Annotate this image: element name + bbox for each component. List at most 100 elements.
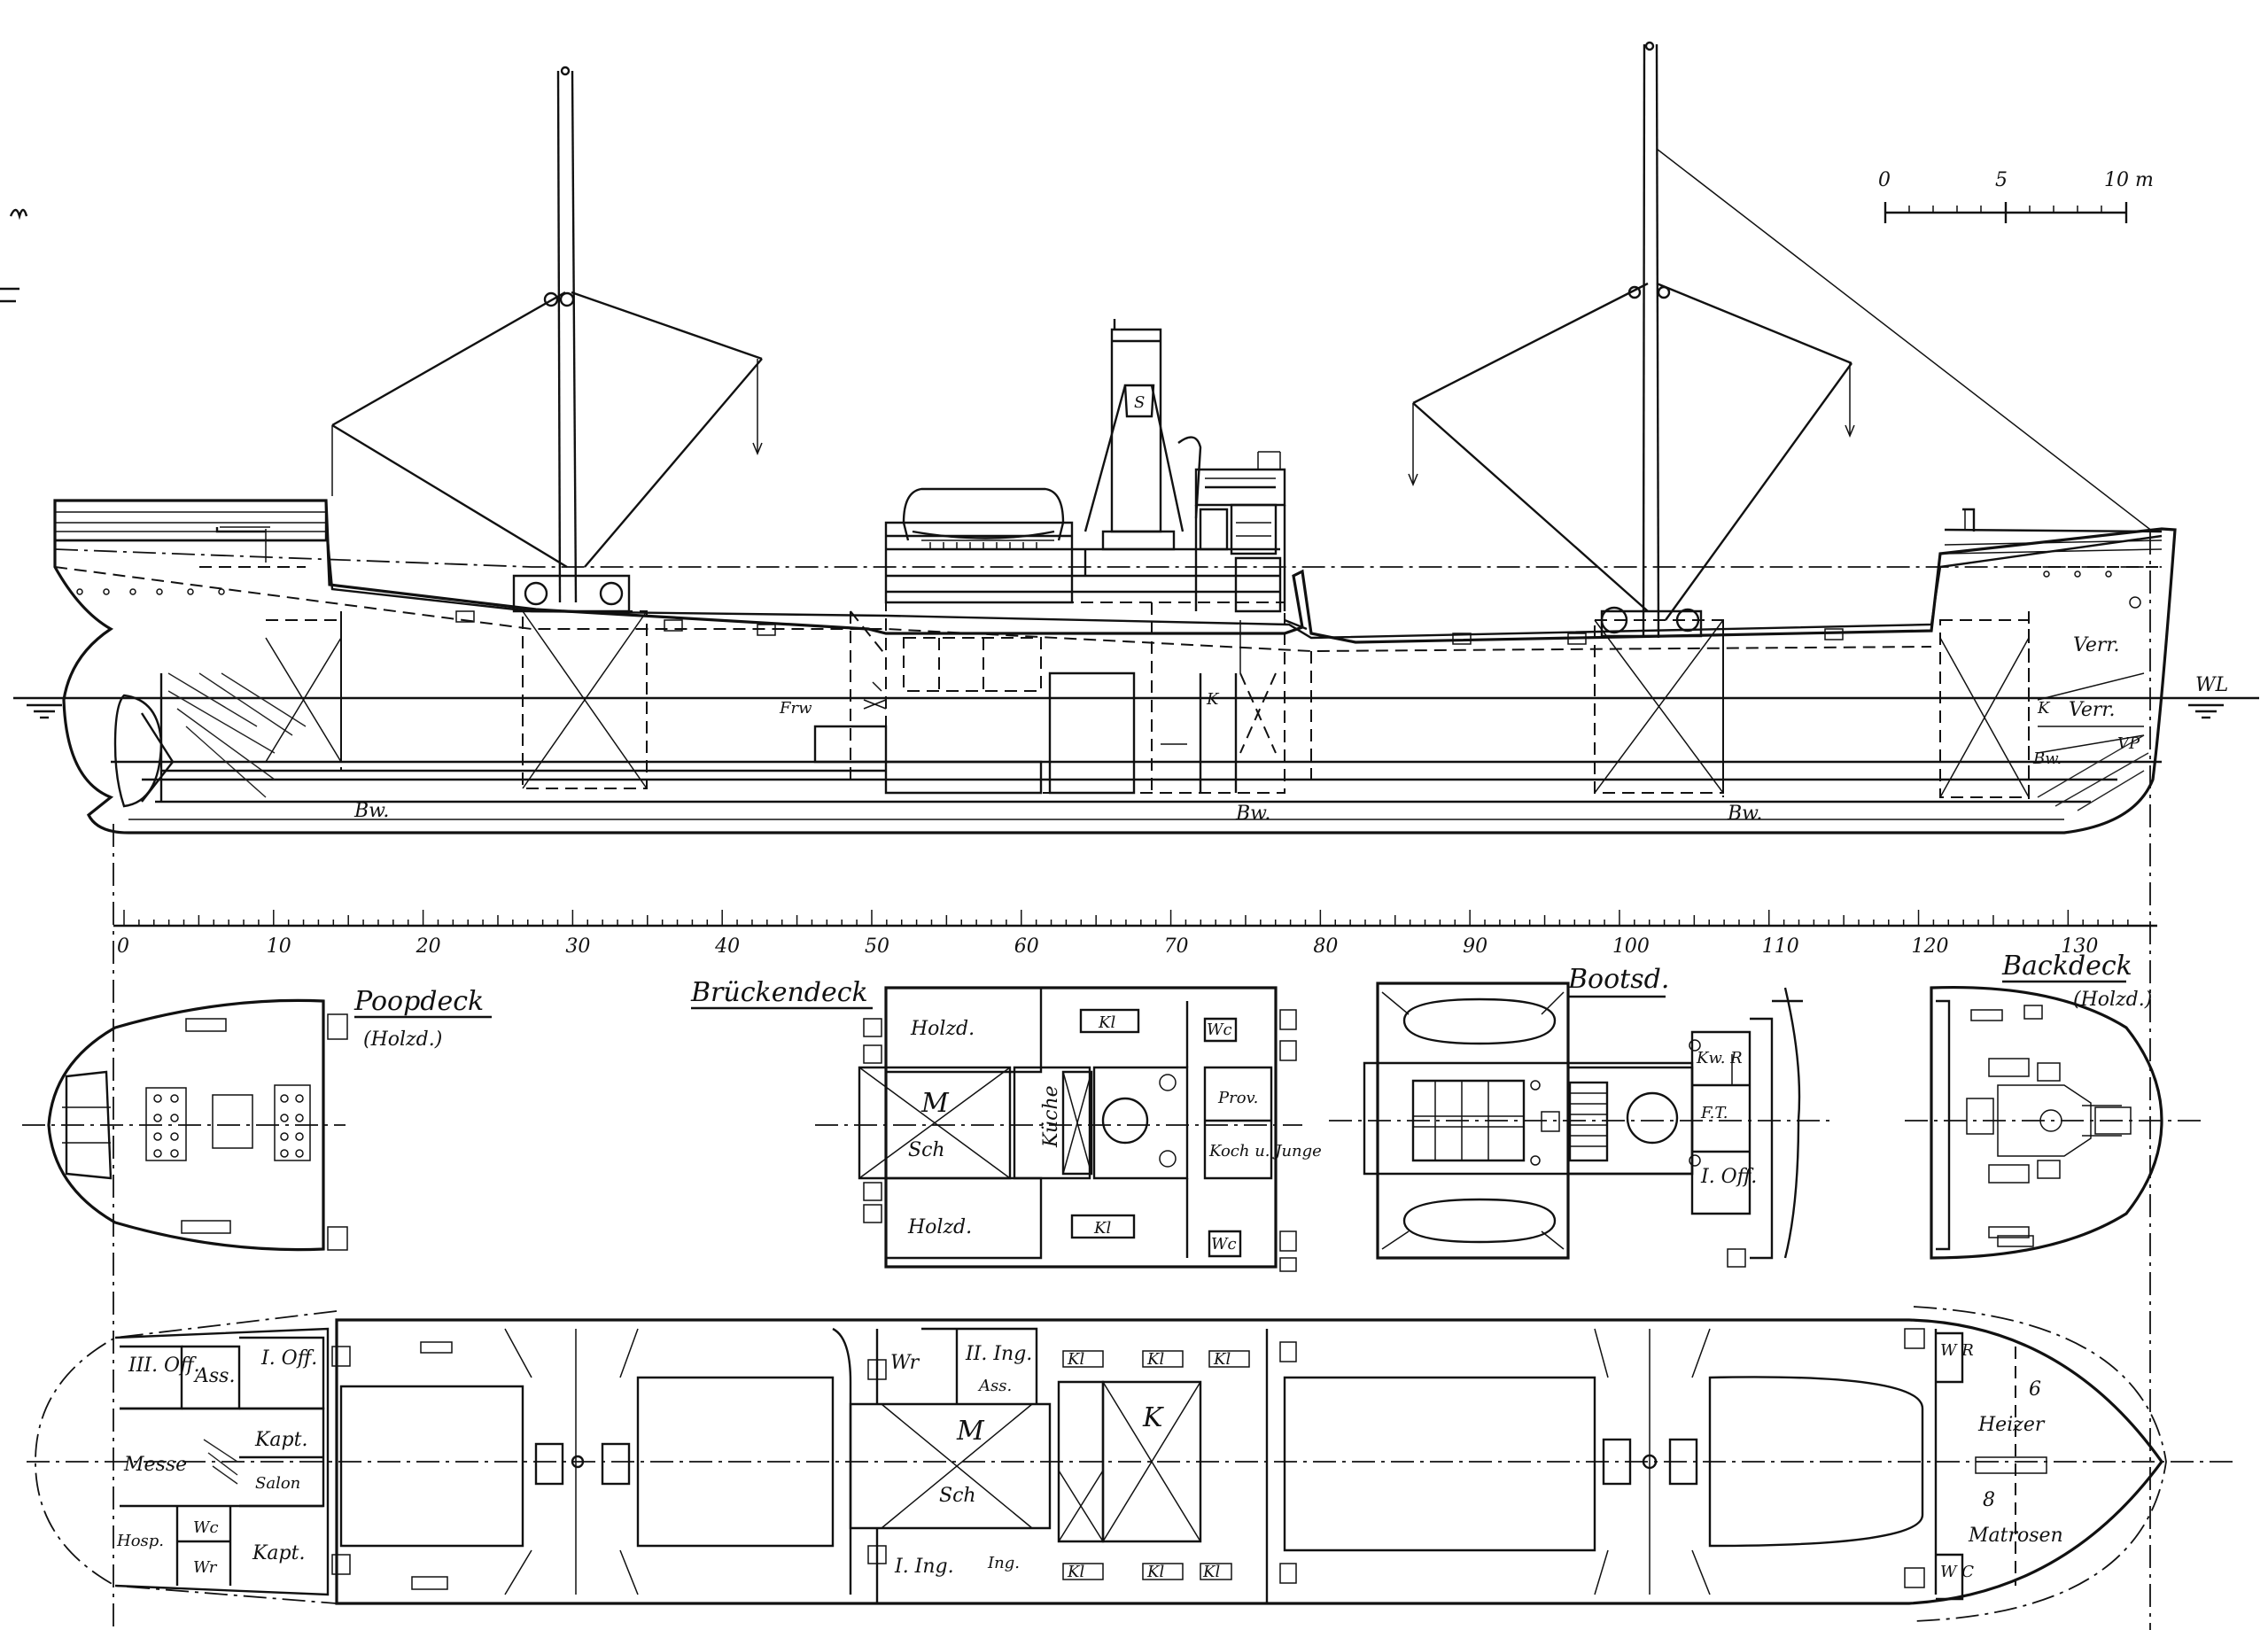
room-kl-2: Kl <box>1146 1350 1164 1369</box>
room-ing: Ing. <box>987 1554 1020 1572</box>
aft-hatch-2 <box>636 1376 835 1548</box>
bridge-wc-1: Wc <box>1207 1021 1232 1039</box>
label-k: K <box>1206 690 1220 709</box>
bridge-kl-2: Kl <box>1093 1219 1111 1238</box>
poop-deck-title: Poopdeck <box>353 986 484 1017</box>
profile-view: WL <box>13 41 2259 834</box>
label-frw: Frw <box>779 699 812 718</box>
room-matrosen: Matrosen <box>1968 1525 2063 1547</box>
hold-fore <box>1310 611 2030 802</box>
hold-aft <box>265 610 851 789</box>
label-bw-4: Bw. <box>2032 749 2062 768</box>
frame-label: 120 <box>1912 935 1949 958</box>
forecastle-deck-plan: Backdeck (Holzd.) <box>1905 951 2206 1260</box>
room-kl-1: Kl <box>1067 1350 1084 1369</box>
frame-label: 40 <box>714 935 740 958</box>
label-vp: VP <box>2117 734 2140 753</box>
room-kapt: Kapt. <box>254 1429 307 1451</box>
label-bw-1: Bw. <box>353 800 389 822</box>
bridge-sch: Sch <box>908 1139 945 1161</box>
funnel-mark: S <box>1134 393 1145 412</box>
boat-ft: F.T. <box>1700 1104 1728 1122</box>
bridge-deck-title: Brückendeck <box>690 977 868 1008</box>
frame-label: 70 <box>1164 935 1189 958</box>
forecastle-title: Backdeck <box>2001 951 2132 982</box>
room-heizer: Heizer <box>1977 1414 2046 1436</box>
frame-label: 20 <box>416 935 441 958</box>
scale-bar: 0 5 10 m <box>1878 169 2154 223</box>
waterline-label: WL <box>2195 674 2228 696</box>
room-wr-2: Wr <box>890 1352 920 1374</box>
room-kapt-2: Kapt. <box>252 1542 305 1564</box>
fore-hatch-2 <box>1708 1376 1924 1548</box>
fore-mast <box>1408 41 2154 639</box>
room-i-ing: I. Ing. <box>894 1556 954 1578</box>
frame-label: 0 <box>117 935 129 958</box>
aft-hatch-1 <box>339 1385 524 1548</box>
scale-tick-10m: 10 m <box>2104 169 2154 191</box>
room-hosp: Hosp. <box>116 1532 164 1550</box>
room-wc: Wc <box>193 1518 219 1537</box>
room-kl-4: Kl <box>1067 1563 1084 1581</box>
room-wr-3: W R <box>1940 1341 1974 1360</box>
room-salon: Salon <box>255 1474 300 1493</box>
room-ii-ing: II. Ing. <box>965 1343 1032 1365</box>
forecastle: Verr. Verr. VP K <box>1944 508 2163 811</box>
bridge-deck-plan: Brückendeck Holzd. Holzd. M Sch <box>690 977 1322 1272</box>
aft-mast <box>331 66 763 613</box>
label-k-fore: K <box>2037 699 2051 718</box>
bridge-wc-2: Wc <box>1211 1235 1237 1254</box>
portholes <box>76 570 2141 645</box>
room-matrosen-count: 8 <box>1983 1489 1995 1511</box>
label-bw-3: Bw. <box>1727 803 1762 825</box>
label-bw-2: Bw. <box>1235 803 1270 825</box>
room-m: M <box>956 1416 985 1447</box>
frame-label: 60 <box>1014 935 1039 958</box>
bridge-holzd-2: Holzd. <box>907 1216 972 1238</box>
boat-kr: Kw. R <box>1696 1049 1743 1067</box>
poop-deck-subtitle: (Holzd.) <box>363 1028 442 1051</box>
frame-label: 10 <box>267 935 291 958</box>
label-verr-2: Verr. <box>2069 699 2116 721</box>
frame-label: 100 <box>1612 935 1650 958</box>
margin-marks <box>0 208 28 303</box>
boat-off: I. Off. <box>1700 1166 1757 1188</box>
frame-label: 50 <box>865 935 889 958</box>
bridge-kl-1: Kl <box>1098 1013 1115 1032</box>
room-sch: Sch <box>939 1485 976 1507</box>
frame-label: 80 <box>1313 935 1338 958</box>
room-ing-ass: Ass. <box>977 1377 1012 1395</box>
main-deck-plan: III. Off. Ass. I. Off. Messe Kapt. Salon… <box>27 1306 2233 1622</box>
poop-deck-plan: Poopdeck (Holzd.) <box>22 986 492 1252</box>
bridge-m: M <box>920 1088 950 1119</box>
room-heizer-count: 6 <box>2029 1378 2041 1401</box>
stern-rudder <box>113 672 886 808</box>
waterline-symbol-left <box>27 703 62 719</box>
room-wr: Wr <box>193 1558 218 1577</box>
room-wc-3: W C <box>1940 1563 1974 1581</box>
room-kl-5: Kl <box>1146 1563 1164 1581</box>
room-iii-off: III. Off. <box>128 1354 200 1377</box>
frame-label: 90 <box>1463 935 1487 958</box>
waterline-symbol-right: WL <box>2188 674 2228 719</box>
fore-hatch-1 <box>1283 1376 1596 1552</box>
poop-deckhouse <box>53 499 328 568</box>
scale-tick-5: 5 <box>1995 169 2008 191</box>
room-kl-3: Kl <box>1213 1350 1231 1369</box>
bridge-holzd-1: Holzd. <box>910 1018 975 1040</box>
room-i-off: I. Off. <box>260 1347 317 1370</box>
hull-outline <box>53 499 2177 834</box>
room-messe: Messe <box>123 1454 187 1476</box>
midship-superstructure: S <box>779 319 1286 795</box>
bridge-proviant: Prov. <box>1217 1089 1258 1107</box>
room-kl-6: Kl <box>1202 1563 1220 1581</box>
room-k: K <box>1142 1402 1164 1433</box>
room-ass: Ass. <box>193 1365 235 1387</box>
label-verr-1: Verr. <box>2073 634 2120 656</box>
boat-deck-title: Bootsd. <box>1567 964 1669 995</box>
boat-deck-plan: Bootsd. <box>1329 964 1834 1268</box>
scale-tick-0: 0 <box>1878 169 1891 191</box>
bridge-kuche: Küche <box>1040 1085 1062 1148</box>
